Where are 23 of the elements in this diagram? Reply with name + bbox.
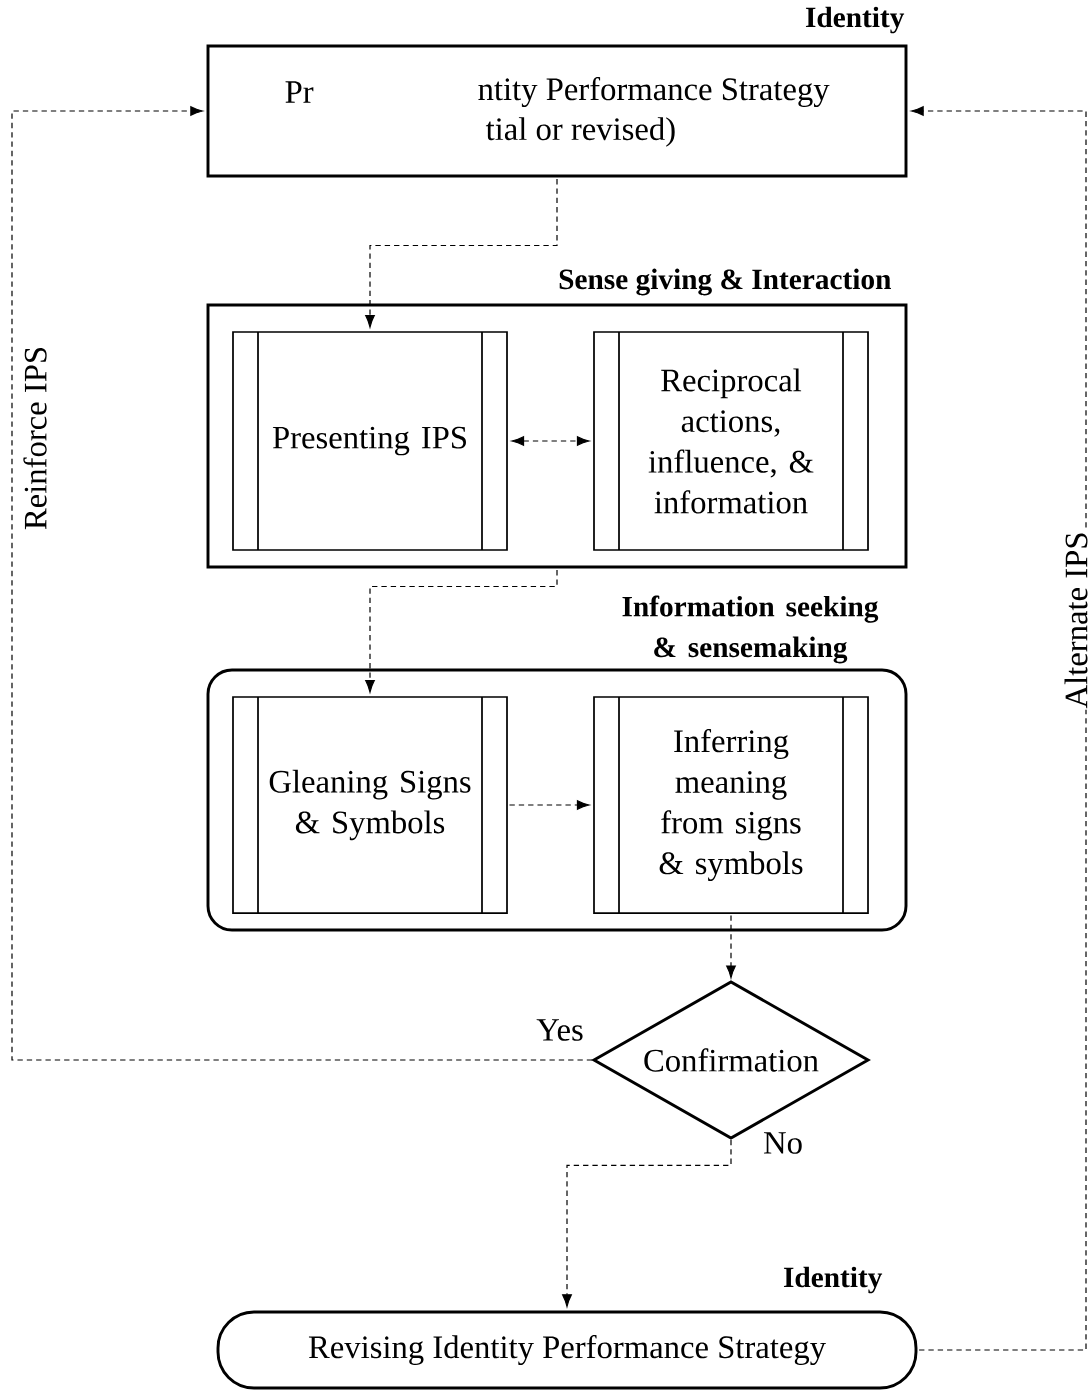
process-box: Gleaning Signs & Symbols (232, 696, 508, 914)
edge-label: Yes (534, 1017, 586, 1043)
arrow (365, 178, 558, 328)
group-heading: Sense giving & Interaction (559, 268, 891, 296)
group-heading: Identity (783, 1266, 883, 1294)
process-box: Presenting IPS (232, 331, 508, 551)
arrow (365, 569, 558, 693)
process-box: Reciprocal actions, influence, & information (593, 331, 869, 551)
arrow (508, 800, 590, 810)
arrow (11, 106, 593, 1061)
arrow (562, 1139, 732, 1307)
arrow (726, 914, 736, 979)
box-text: ntity Performance Strategy (478, 77, 830, 108)
group-heading: Identity (805, 6, 905, 34)
process-box: Inferring meaning from signs & symbols (593, 696, 869, 914)
side-label: Reinforce IPS (22, 344, 48, 532)
box-text: tial or revised) (485, 117, 675, 147)
box-text: Pr (285, 81, 314, 103)
arrow (911, 106, 1087, 1351)
arrow (511, 436, 590, 446)
side-label: Alternate IPS (1063, 530, 1089, 710)
group-heading: Information seeking & sensemaking (622, 595, 879, 664)
terminator-box: Revising Identity Performance Strategy (216, 1310, 918, 1390)
